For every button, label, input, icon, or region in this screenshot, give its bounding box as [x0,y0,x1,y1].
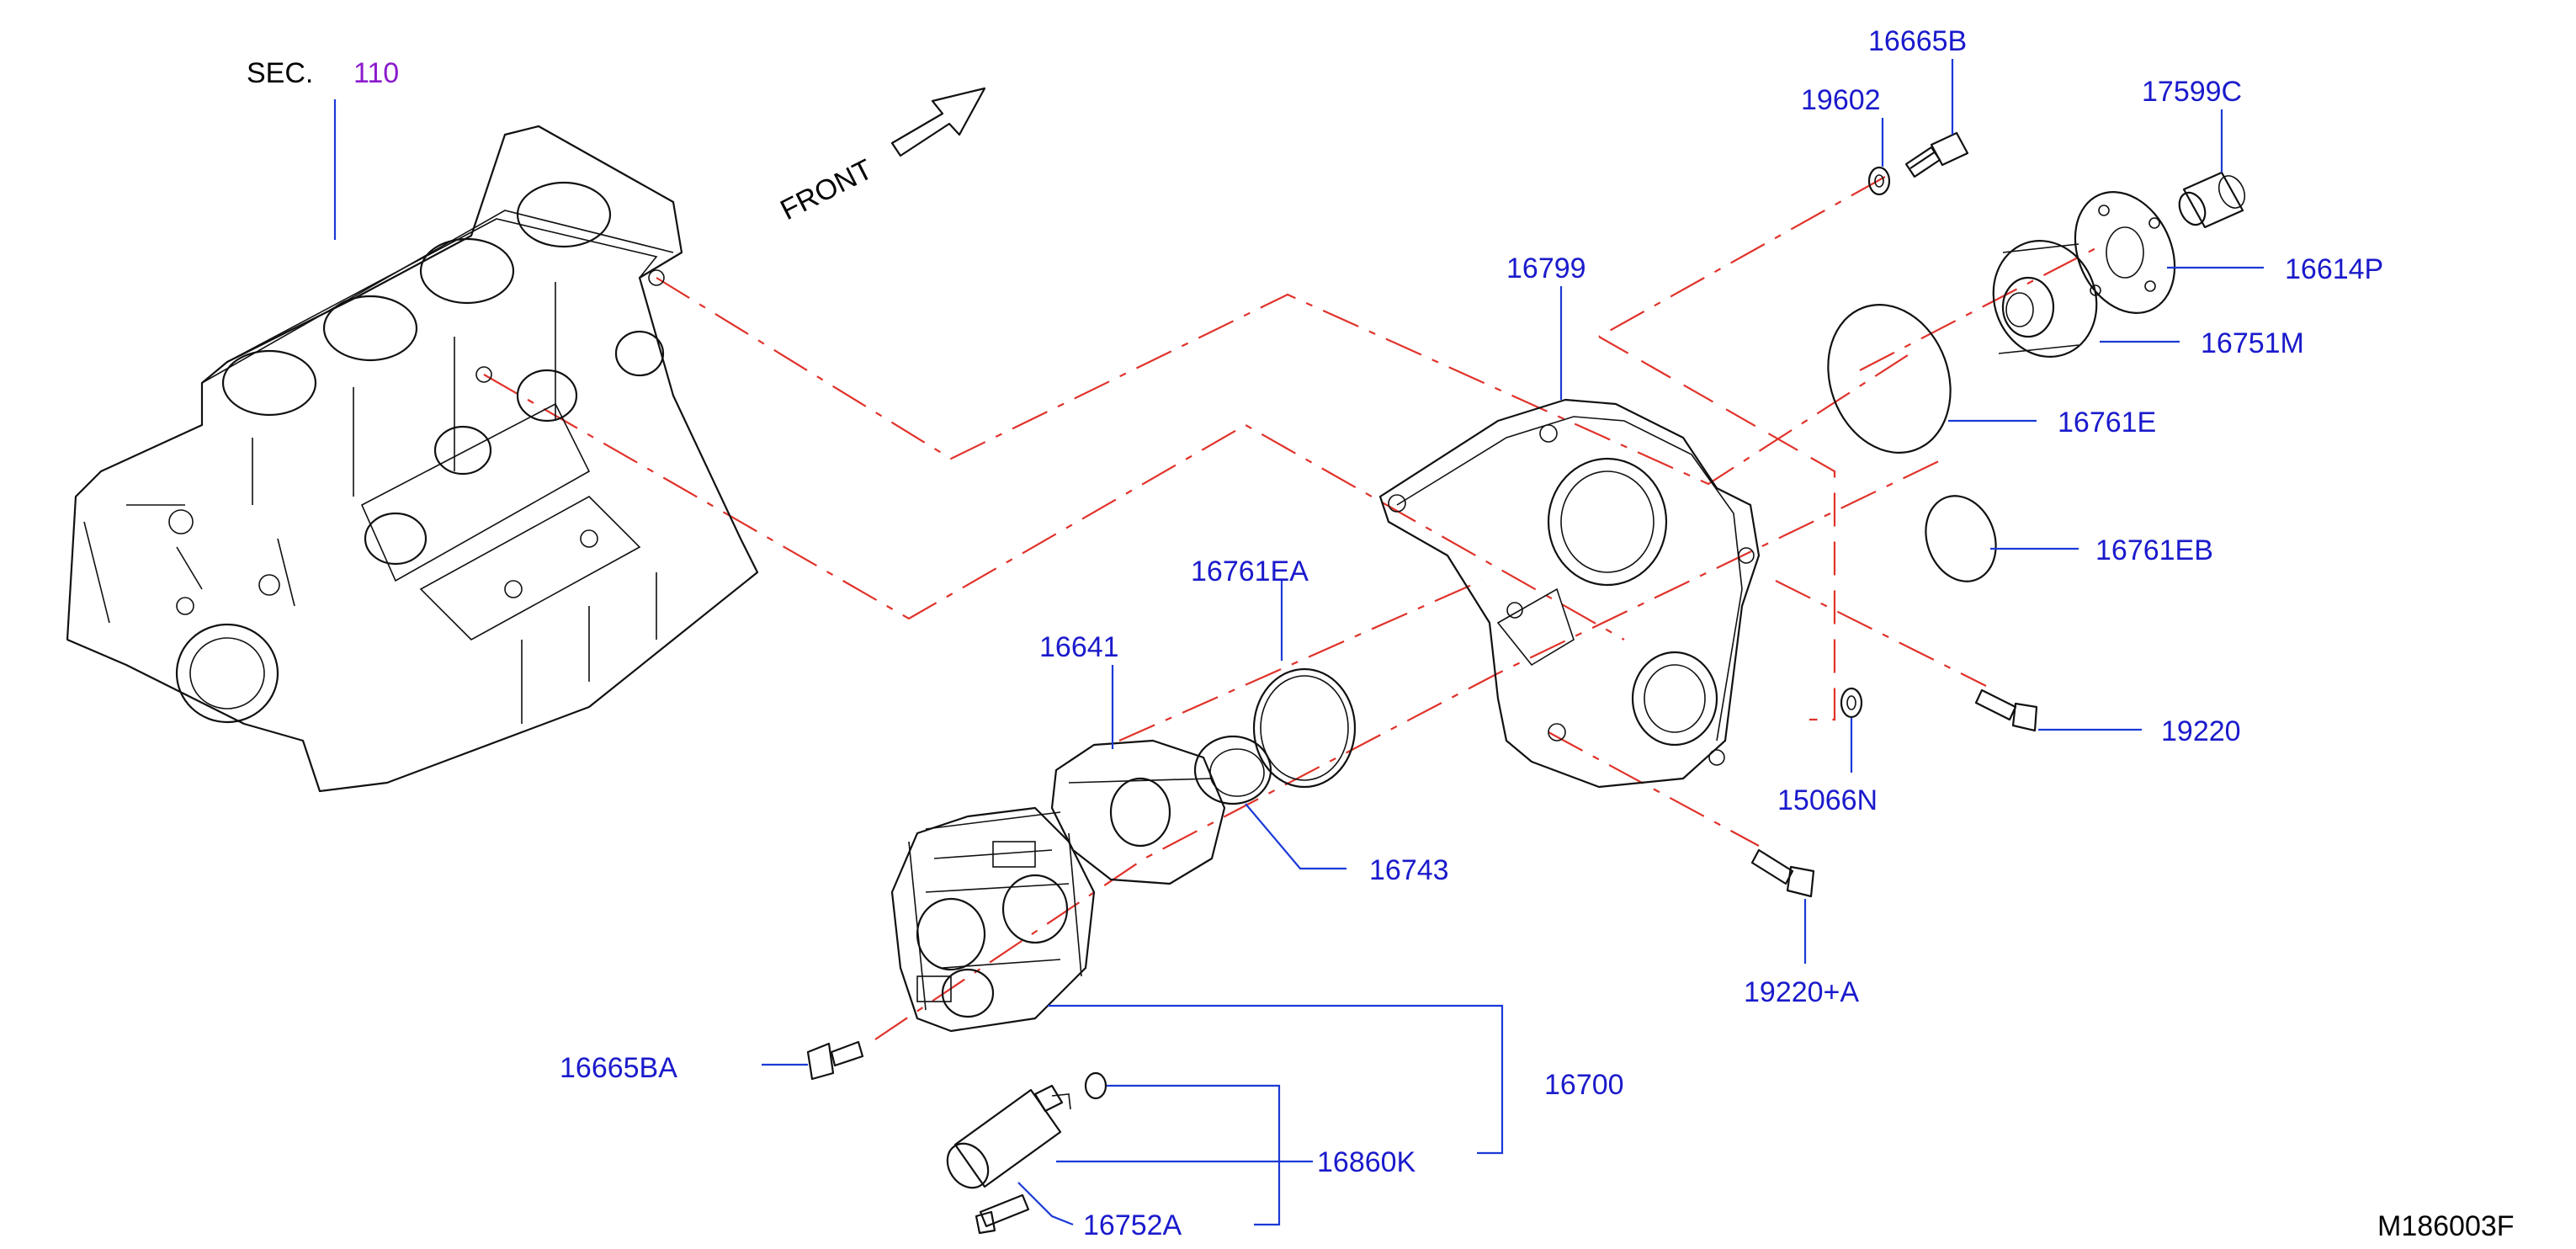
leader-16743 [1245,803,1346,870]
callout-19602[interactable]: 19602 [1801,84,1881,116]
callout-16751M[interactable]: 16751M [2201,327,2304,359]
cylinder-block[interactable] [66,125,759,793]
callout-16665BA[interactable]: 16665BA [560,1052,677,1084]
callout-16761EB[interactable]: 16761EB [2095,534,2213,566]
leader-16752A [1017,1182,1074,1226]
callout-17599C[interactable]: 17599C [2142,76,2242,108]
o-ring-16761EB[interactable] [1915,486,2008,591]
o-ring-16761E[interactable] [1808,287,1970,470]
callout-19220[interactable]: 19220 [2161,715,2241,747]
callout-15066N[interactable]: 15066N [1777,784,1878,816]
callout-16761EA[interactable]: 16761EA [1191,555,1309,587]
sprocket-16751M[interactable] [1978,226,2113,372]
callout-19220A[interactable]: 19220+A [1744,976,1859,1008]
sec-prefix: SEC. [247,57,313,89]
front-cover-16799[interactable] [1378,398,1761,789]
bolt-19220[interactable] [1974,688,2038,732]
front-arrow-icon [890,87,986,157]
plate-16641[interactable] [1050,739,1226,885]
leader-16700 [1048,1004,1504,1155]
callout-16860K[interactable]: 16860K [1317,1146,1416,1178]
callout-16665B[interactable]: 16665B [1868,25,1967,57]
callout-16799[interactable]: 16799 [1506,252,1586,284]
bolt-16665B[interactable] [1904,131,1969,178]
ring-16743[interactable] [1193,735,1272,805]
o-ring-16761EA[interactable] [1252,667,1357,789]
tensioner-16860K[interactable] [939,1071,1107,1196]
assembly-centerlines [483,176,2105,1040]
bolt-19220A[interactable] [1750,848,1815,898]
callout-16614P[interactable]: 16614P [2285,253,2383,285]
cap-17599C[interactable] [2175,171,2249,229]
bolt-16752A[interactable] [975,1193,1030,1235]
front-label: FRONT [775,153,878,226]
leader-16860K-ring [1107,1084,1281,1226]
callout-16641[interactable]: 16641 [1039,631,1119,663]
bolt-16665BA[interactable] [806,1040,864,1081]
callout-16700[interactable]: 16700 [1544,1069,1624,1101]
callout-16743[interactable]: 16743 [1369,854,1449,886]
plate-16614P[interactable] [2056,176,2193,329]
callout-16752A[interactable]: 16752A [1083,1209,1182,1241]
timing-chain-assembly-16700[interactable] [890,806,1096,1033]
callout-16761E[interactable]: 16761E [2058,407,2156,438]
drawing-code: M186003F [2377,1210,2515,1242]
washer-19602[interactable] [1867,166,1891,196]
washer-15066N[interactable] [1840,687,1863,719]
sec-link[interactable]: 110 [353,57,399,89]
